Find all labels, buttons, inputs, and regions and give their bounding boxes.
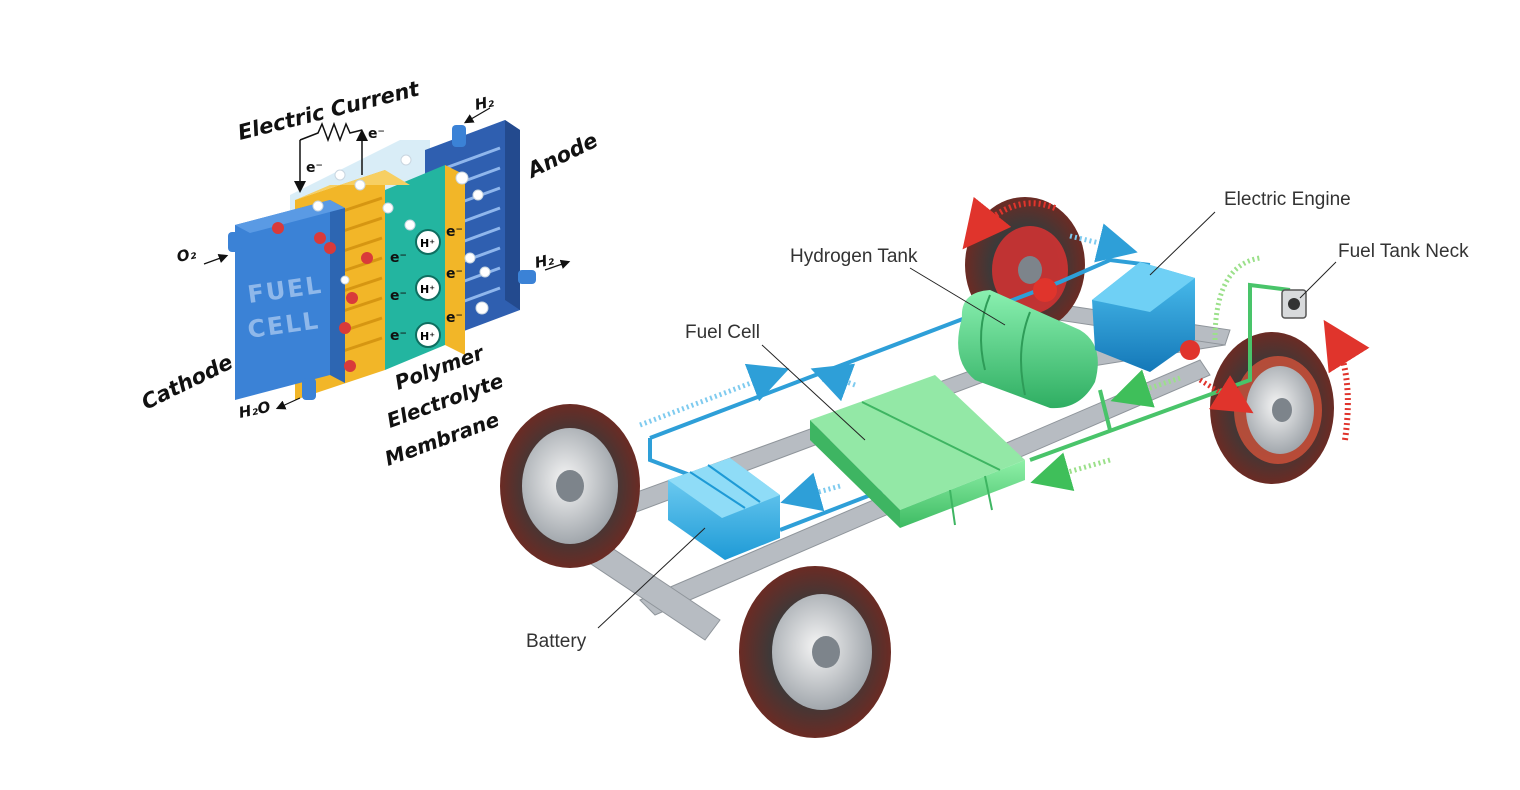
fuel-tank-neck bbox=[1281, 289, 1307, 319]
wheel-front-right bbox=[1210, 332, 1334, 484]
label-electric-current: Electric Current bbox=[235, 76, 422, 144]
label-anode: Anode bbox=[522, 128, 602, 183]
label-h2-out: H₂ bbox=[533, 250, 556, 272]
blue-flow-arrows bbox=[639, 223, 1138, 512]
electron-top-right: e⁻ bbox=[368, 126, 385, 142]
label-fuel-cell: Fuel Cell bbox=[685, 322, 760, 343]
electron-4: e⁻ bbox=[446, 224, 463, 240]
fuel-cell-pipes bbox=[228, 125, 536, 400]
vehicle-fuel-cell bbox=[810, 375, 1025, 528]
fuel-cell-body: FUEL CELL bbox=[235, 200, 345, 400]
label-battery: Battery bbox=[526, 631, 587, 652]
label-hydrogen-tank: Hydrogen Tank bbox=[790, 246, 918, 267]
oxygen-molecules bbox=[272, 222, 373, 372]
electron-labels: e⁻ e⁻ e⁻ e⁻ e⁻ e⁻ e⁻ e⁻ bbox=[306, 126, 463, 344]
electron-1: e⁻ bbox=[390, 250, 407, 266]
electric-engine bbox=[1033, 262, 1200, 372]
wheel-front-left bbox=[739, 566, 891, 738]
gas-flow-arrows bbox=[203, 107, 571, 410]
electron-3: e⁻ bbox=[390, 328, 407, 344]
electric-circuit bbox=[294, 121, 368, 193]
label-cathode: Cathode bbox=[138, 350, 237, 415]
label-o2-in: O₂ bbox=[175, 244, 198, 266]
proton-label-3: H⁺ bbox=[420, 330, 435, 343]
label-h2o-out: H₂O bbox=[237, 398, 272, 422]
wheel-rear-left bbox=[500, 404, 640, 568]
hydrogen-tank bbox=[958, 290, 1098, 409]
proton-label-2: H⁺ bbox=[420, 283, 435, 296]
red-flow-arrows bbox=[1198, 375, 1254, 414]
label-h2-in: H₂ bbox=[473, 92, 496, 114]
electron-top-left: e⁻ bbox=[306, 160, 323, 176]
green-flow-arrows bbox=[1030, 255, 1261, 491]
proton-label-1: H⁺ bbox=[420, 237, 435, 250]
label-electric-engine: Electric Engine bbox=[1224, 189, 1351, 210]
hydrogen-molecules bbox=[312, 154, 491, 315]
electron-2: e⁻ bbox=[390, 288, 407, 304]
rotation-arrow-rear bbox=[962, 196, 1057, 250]
vehicle-battery bbox=[668, 458, 780, 560]
green-flow-pipes bbox=[1029, 282, 1291, 462]
membrane-layer bbox=[385, 165, 445, 370]
fuel-cell-schematic: FUEL CELL bbox=[138, 76, 602, 470]
leader-lines bbox=[597, 211, 1337, 629]
electron-6: e⁻ bbox=[446, 310, 463, 326]
electron-5: e⁻ bbox=[446, 266, 463, 282]
proton-ions: H⁺ H⁺ H⁺ bbox=[415, 229, 441, 348]
label-fuel-tank-neck: Fuel Tank Neck bbox=[1338, 241, 1469, 262]
vehicle-chassis-diagram: Electric Engine Hydrogen Tank Fuel Tank … bbox=[500, 189, 1469, 738]
